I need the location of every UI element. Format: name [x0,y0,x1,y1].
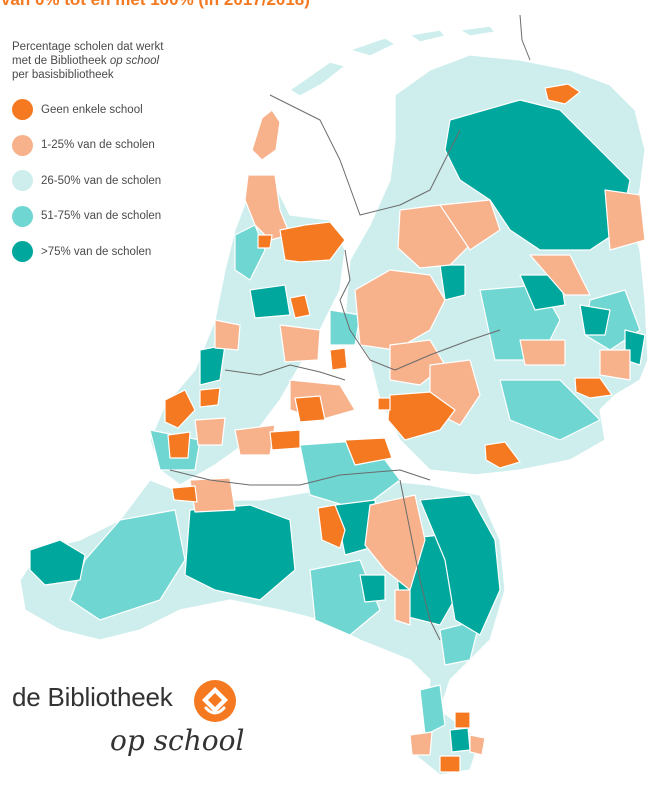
map-region [344,437,393,466]
map-region [279,324,321,363]
map-region [544,83,581,105]
map-region [604,189,646,251]
map-region [171,485,198,503]
map-region [499,379,601,441]
map-region [317,504,346,549]
map-region [329,347,348,371]
province-boundary [519,14,531,61]
legend-heading-line: per basisbibliotheek [12,69,114,81]
legend-heading-line: Percentage scholen dat werkt [12,41,164,53]
map-region [184,504,296,601]
map-region [409,731,433,756]
province-boundary [169,469,431,486]
legend-item-75-plus: >75% van de scholen [12,234,164,270]
map-region [234,424,276,456]
map-region [214,319,241,351]
map-region [419,684,446,736]
map-region [449,727,471,753]
legend-label: 51-75% van de scholen [41,210,162,223]
map-region [354,269,446,351]
map-region [469,734,486,756]
province-boundary [399,479,441,641]
map-region [289,294,311,319]
legend-swatch [12,241,33,263]
legend-heading: Percentage scholen dat werkt met de Bibl… [12,40,164,82]
map-region [199,387,221,408]
legend-label: 1-25% van de scholen [41,139,155,152]
map-region [189,477,236,513]
legend-swatch [12,205,33,227]
legend-item-26-50: 26-50% van de scholen [12,163,164,199]
map-island-schier [459,25,496,37]
province-boundary [269,94,461,216]
map-region [244,174,291,241]
legend-heading-text: met de Bibliotheek [12,55,110,67]
map-island-vlieland [289,61,346,97]
map-region [294,395,326,423]
bibliotheek-logo-icon [194,680,236,722]
map-region [419,494,501,636]
map-region [599,349,631,381]
legend-swatch [12,99,33,121]
map-region [359,574,386,603]
legend-label: 26-50% van de scholen [41,174,162,187]
legend-label: Geen enkele school [41,103,143,116]
map-island-texel [251,109,281,161]
map-region [444,99,631,251]
legend-label: >75% van de scholen [41,245,152,258]
map-region [164,389,196,429]
legend-item-none: Geen enkele school [12,92,164,128]
map-title: Van 0% tot en met 100% (in 2017/2018) [0,0,661,10]
map-region [579,304,611,336]
map-region [574,377,613,399]
legend-swatch [12,170,33,192]
logo-sub-text: op school [110,724,245,757]
logo: de Bibliotheek op school [12,680,244,757]
map-region [439,755,461,773]
map-region [329,309,361,346]
legend: Percentage scholen dat werkt met de Bibl… [12,40,164,270]
map-region [529,254,591,296]
map-region [519,339,566,366]
map-region [194,417,226,446]
logo-main-text: de Bibliotheek [12,682,173,712]
map-island-ameland [409,29,446,43]
province-boundary [339,249,501,371]
map-region [249,284,291,319]
map-region [377,397,391,411]
province-boundary [224,364,346,381]
map-region [454,711,471,729]
map-region [439,264,466,301]
map-region [387,391,456,441]
legend-swatch [12,134,33,156]
map-region [279,221,346,263]
map-region [269,429,301,451]
map-island-terschelling [349,37,396,57]
map-region [439,199,501,251]
legend-heading-line: met de Bibliotheek op school [12,54,164,68]
map-region [29,539,86,586]
legend-heading-emphasis: op school [109,55,160,67]
map-region [167,431,191,459]
map-region [484,441,521,469]
map-region [257,234,273,249]
map-region [519,274,566,311]
legend-item-51-75: 51-75% van de scholen [12,199,164,235]
map-region [394,589,411,626]
legend-item-1-25: 1-25% van de scholen [12,128,164,164]
